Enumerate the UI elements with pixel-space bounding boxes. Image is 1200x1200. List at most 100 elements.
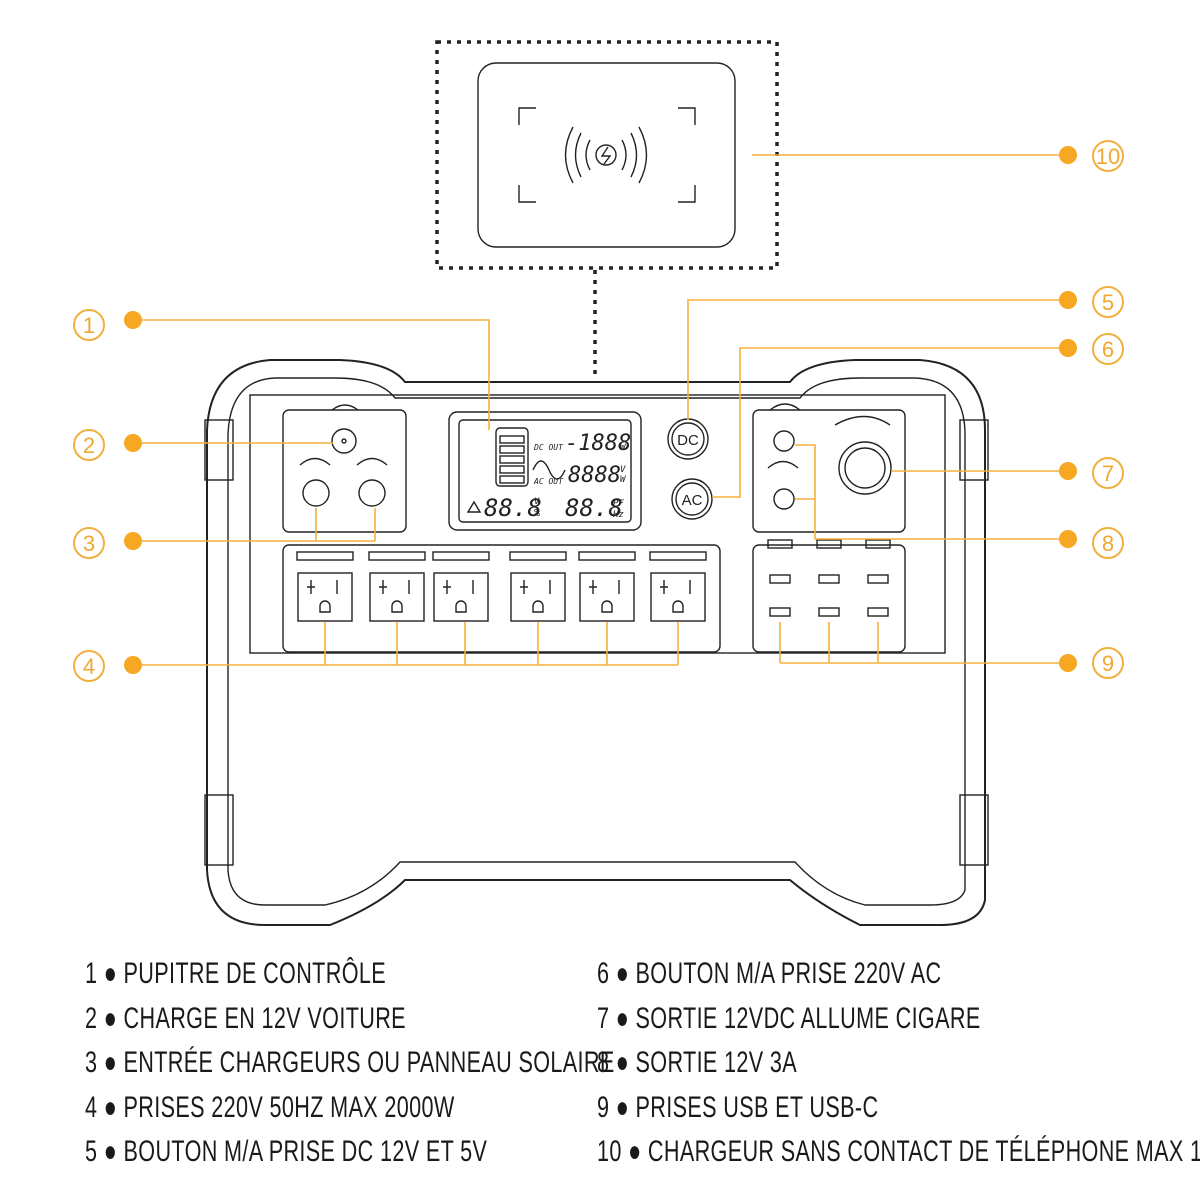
- legend-item: 9 ● PRISES USB ET USB-C: [597, 1091, 878, 1125]
- lcd-row3-right-value: 88.8: [565, 494, 623, 522]
- usb-port[interactable]: [769, 574, 791, 584]
- solar-input-port-2[interactable]: [358, 479, 386, 507]
- power-station-body: [204, 359, 989, 926]
- bullet-icon: ●: [615, 1046, 630, 1079]
- callout-8: 8: [1059, 527, 1124, 559]
- bullet-icon: ●: [628, 1135, 642, 1168]
- bullet-icon: ●: [103, 1090, 118, 1124]
- usb-cover: [816, 539, 842, 549]
- car-charge-port[interactable]: [331, 428, 357, 454]
- callout-dot: [124, 311, 142, 329]
- usb-port[interactable]: [818, 574, 840, 584]
- bullet-icon: ●: [103, 957, 118, 990]
- callout-number: 8: [1102, 531, 1114, 556]
- lcd-row3-right-unit-bottom: Hz: [612, 510, 624, 520]
- legend-text: ENTRÉE CHARGEURS OU PANNEAU SOLAIRE: [123, 1046, 615, 1079]
- callout-dot: [124, 532, 142, 550]
- ac-outlet[interactable]: [368, 551, 426, 622]
- lcd-ac-out-label: AC OUT: [533, 477, 564, 486]
- ac-outlet[interactable]: [432, 551, 490, 622]
- callout-number: 3: [83, 531, 95, 556]
- callout-3: 3: [73, 527, 142, 559]
- bullet-icon: ●: [103, 1001, 118, 1035]
- usb-cover: [865, 539, 891, 549]
- legend-number: 10: [597, 1135, 622, 1168]
- usb-port[interactable]: [818, 607, 840, 617]
- legend-item: 10 ● CHARGEUR SANS CONTACT DE TÉLÉPHONE …: [597, 1135, 1200, 1169]
- callout-dot: [1059, 291, 1077, 309]
- battery-icon: [495, 427, 529, 487]
- solar-input-port-1[interactable]: [302, 479, 330, 507]
- callout-6: 6: [1059, 333, 1124, 365]
- legend-text: SORTIE 12V 3A: [635, 1046, 798, 1079]
- legend-item: 7 ● SORTIE 12VDC ALLUME CIGARE: [597, 1002, 981, 1036]
- lcd-row2-unit-top: V: [620, 465, 626, 475]
- callout-number: 9: [1102, 651, 1114, 676]
- callout-dot: [124, 656, 142, 674]
- legend-number: 4: [85, 1090, 98, 1124]
- callout-7: 7: [1059, 457, 1124, 489]
- callout-dot: [1059, 146, 1077, 164]
- legend-text: PUPITRE DE CONTRÔLE: [123, 957, 387, 990]
- ac-outlet[interactable]: [296, 551, 354, 622]
- callout-number: 1: [83, 313, 95, 338]
- lcd-row1-value: -1888: [565, 431, 631, 456]
- legend-item: 5 ● BOUTON M/A PRISE DC 12V ET 5V: [85, 1135, 487, 1169]
- callout-number: 2: [83, 433, 95, 458]
- callout-10: 10: [1059, 140, 1124, 172]
- callout-dot: [1059, 530, 1077, 548]
- ac-outlet[interactable]: [649, 551, 707, 622]
- lcd-row3-left-unit-bottom: %: [534, 508, 540, 519]
- legend-text: PRISES 220V 50HZ MAX 2000W: [123, 1090, 455, 1124]
- usb-port[interactable]: [769, 607, 791, 617]
- legend-number: 3: [85, 1046, 98, 1079]
- bullet-icon: ●: [615, 957, 630, 990]
- legend-item: 8 ● SORTIE 12V 3A: [597, 1046, 797, 1080]
- legend-item: 4 ● PRISES 220V 50HZ MAX 2000W: [85, 1091, 455, 1125]
- dc-button[interactable]: DC: [667, 418, 709, 460]
- ac-outlet[interactable]: [509, 551, 567, 622]
- ac-button[interactable]: AC: [671, 478, 713, 520]
- legend-number: 7: [597, 1001, 610, 1035]
- left-input-panel: [282, 404, 407, 533]
- callout-9: 9: [1059, 647, 1124, 679]
- callout-4: 4: [73, 650, 142, 682]
- right-dc-panel: [752, 403, 906, 533]
- legend-text: PRISES USB ET USB-C: [635, 1090, 879, 1124]
- legend-number: 9: [597, 1090, 610, 1124]
- lcd-row1-unit: W: [620, 443, 627, 453]
- wireless-charging-icon: [564, 126, 648, 184]
- dc-12v-port-1[interactable]: [773, 430, 795, 452]
- legend-number: 8: [597, 1046, 610, 1079]
- legend-text: BOUTON M/A PRISE DC 12V ET 5V: [123, 1135, 488, 1168]
- callout-number: 4: [83, 654, 95, 679]
- callout-dot: [1059, 462, 1077, 480]
- callout-number: 10: [1096, 144, 1120, 169]
- callout-lines: [133, 154, 1068, 666]
- legend-text: BOUTON M/A PRISE 220V AC: [635, 957, 942, 990]
- callout-number: 6: [1102, 337, 1114, 362]
- legend-number: 2: [85, 1001, 98, 1035]
- ac-outlet[interactable]: [578, 551, 636, 622]
- usb-port[interactable]: [867, 607, 889, 617]
- lcd-row2-value: 8888: [568, 463, 621, 488]
- bullet-icon: ●: [103, 1135, 118, 1168]
- legend-item: 3 ● ENTRÉE CHARGEURS OU PANNEAU SOLAIRE: [85, 1046, 615, 1080]
- legend-item: 6 ● BOUTON M/A PRISE 220V AC: [597, 957, 941, 991]
- legend-text: CHARGEUR SANS CONTACT DE TÉLÉPHONE MAX 1…: [647, 1135, 1200, 1168]
- lcd-row3-right-unit-top: PF: [613, 499, 624, 509]
- callout-number: 7: [1102, 461, 1114, 486]
- legend-item: 1 ● PUPITRE DE CONTRÔLE: [85, 957, 386, 991]
- warning-icon: [466, 500, 482, 513]
- legend-number: 1: [85, 957, 98, 990]
- cigarette-lighter-socket[interactable]: [838, 441, 892, 495]
- lcd-row3-left-unit-top: V: [534, 497, 540, 507]
- dc-12v-port-2[interactable]: [773, 488, 795, 510]
- usb-port[interactable]: [867, 574, 889, 584]
- bullet-icon: ●: [615, 1001, 630, 1035]
- dc-button-label: DC: [677, 432, 699, 449]
- legend-text: CHARGE EN 12V VOITURE: [123, 1001, 406, 1035]
- ac-wave-icon: [532, 460, 566, 480]
